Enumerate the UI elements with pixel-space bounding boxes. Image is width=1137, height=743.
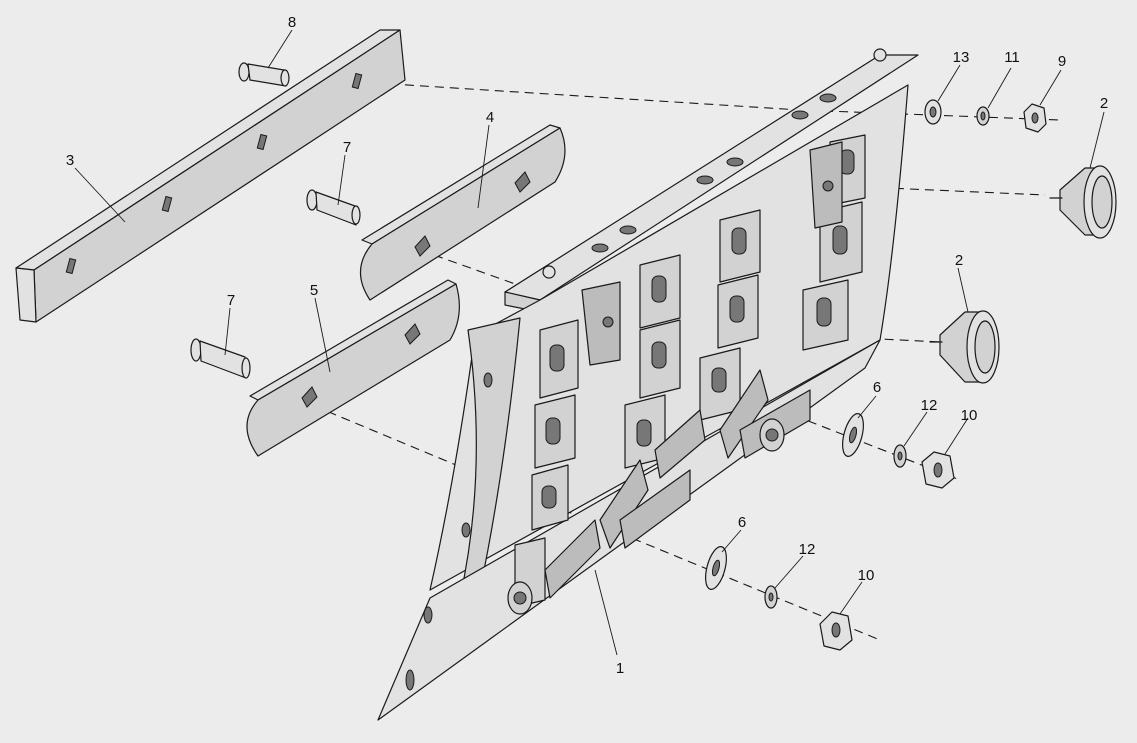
callout-6-upper: 6	[873, 379, 881, 396]
part-8-bolt	[238, 62, 290, 87]
callout-5: 5	[310, 282, 318, 299]
axis-bolt-side	[779, 409, 961, 481]
part-6-washer-lower	[705, 546, 727, 590]
part-7-bolt-lower	[190, 338, 251, 379]
part-9-nut	[1023, 103, 1047, 133]
part-13-washer	[924, 99, 942, 125]
part-11-lock-washer	[976, 106, 990, 126]
callout-3: 3	[66, 152, 74, 169]
callout-labels: 1 2 2 3 4 5 6 6 7 7 8 9 10 10 11 12 12 1…	[66, 14, 1108, 677]
callout-12-upper: 12	[921, 397, 938, 414]
part-6-washer-upper	[842, 413, 864, 457]
part-4-bar	[359, 124, 566, 301]
callout-6-lower: 6	[738, 514, 746, 531]
callout-4: 4	[486, 109, 494, 126]
part-7-bolt-upper	[306, 189, 361, 226]
part-3-long-bar	[15, 29, 406, 323]
bracket-left	[581, 281, 621, 366]
part-5-bar	[246, 279, 460, 457]
axis-top-bolt	[359, 81, 1061, 121]
part-10-nut-upper	[921, 451, 955, 489]
part-10-nut-lower	[819, 611, 853, 651]
callout-1: 1	[616, 660, 624, 677]
callout-12-lower: 12	[799, 541, 816, 558]
callout-7-upper: 7	[343, 139, 351, 156]
part-12-lock-washer-lower	[764, 585, 778, 609]
callout-7-lower: 7	[227, 292, 235, 309]
axis-bolt-7b	[299, 399, 881, 641]
leader-lines	[74, 29, 1105, 656]
part-12-lock-washer-upper	[893, 444, 907, 468]
callout-9: 9	[1058, 53, 1066, 70]
callout-2-upper: 2	[1100, 95, 1108, 112]
callout-2-lower: 2	[955, 252, 963, 269]
callout-10-upper: 10	[961, 407, 978, 424]
callout-13: 13	[953, 49, 970, 66]
part-1-main-plate	[377, 48, 919, 721]
callout-10-lower: 10	[858, 567, 875, 584]
part-2-lamp-upper	[1049, 165, 1117, 239]
part-2-lamp-lower	[929, 310, 1000, 384]
callout-11: 11	[1004, 49, 1020, 66]
callout-8: 8	[288, 14, 296, 31]
